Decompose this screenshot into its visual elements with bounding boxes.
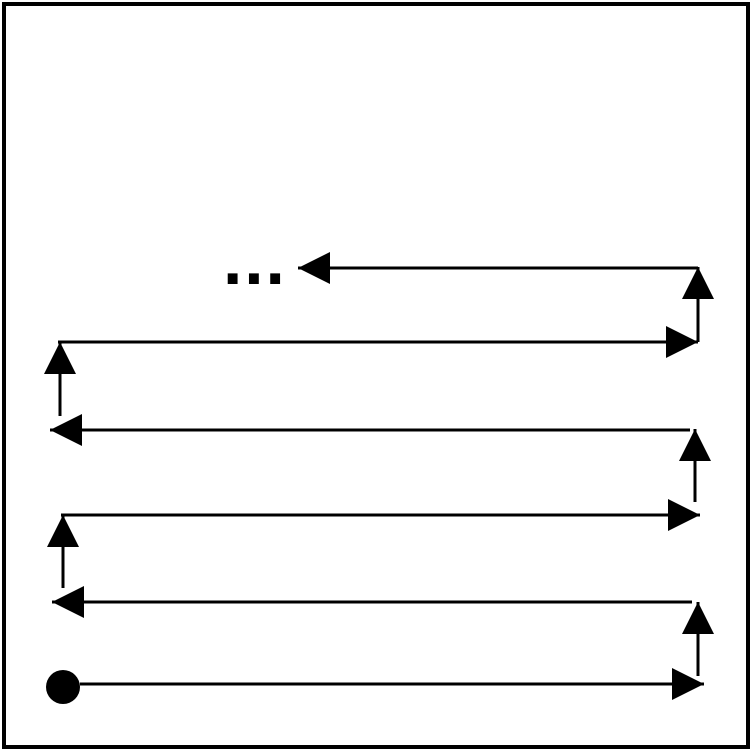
continuation-ellipsis: ... bbox=[222, 233, 286, 298]
start-point bbox=[46, 670, 80, 704]
